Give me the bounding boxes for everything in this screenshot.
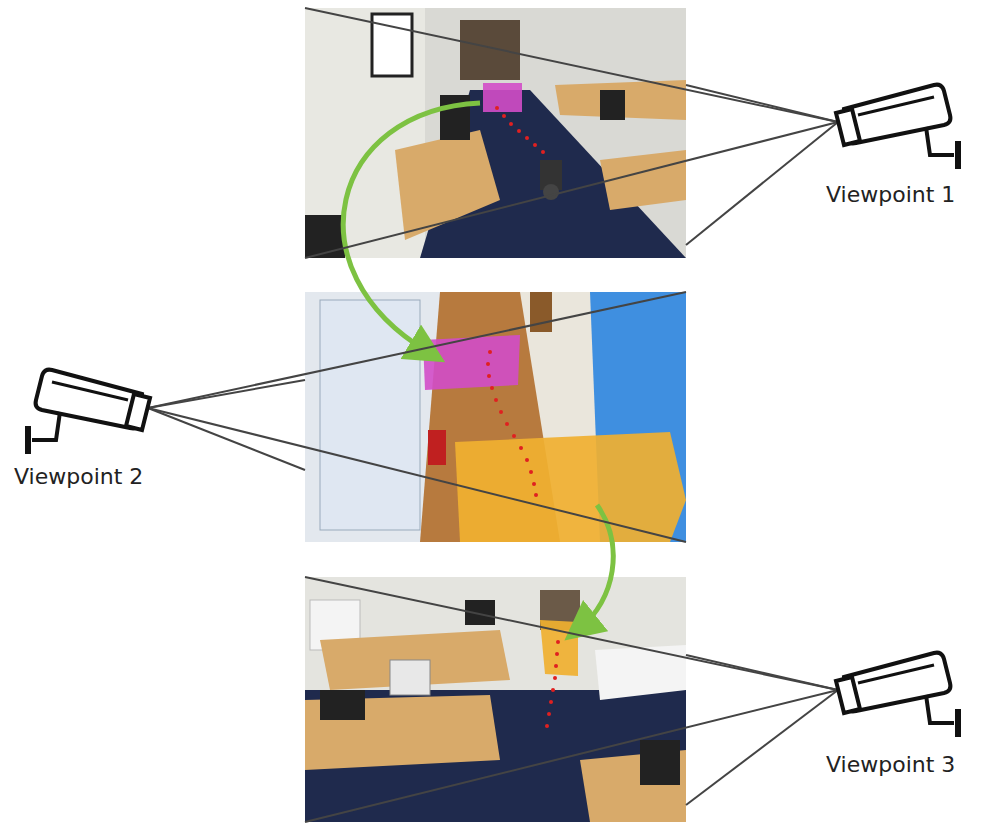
correspondence-arrow: [343, 103, 480, 352]
view-frustum: [148, 8, 838, 822]
photo-3: [305, 577, 686, 822]
viewpoint-name: Viewpoint 1: [826, 182, 955, 208]
camera-icon: [836, 85, 958, 169]
viewpoint-label: Viewpoint 1: [826, 182, 955, 208]
viewpoint-name: Viewpoint 3: [826, 752, 955, 778]
photo-1: [305, 8, 686, 258]
camera-icon: [836, 653, 958, 737]
viewpoint-label: Viewpoint 2: [14, 464, 143, 490]
viewpoint-name: Viewpoint 2: [14, 464, 143, 490]
viewpoint-label: Viewpoint 3: [826, 752, 955, 778]
camera-icon: [28, 370, 150, 454]
photo-2: [305, 292, 686, 542]
